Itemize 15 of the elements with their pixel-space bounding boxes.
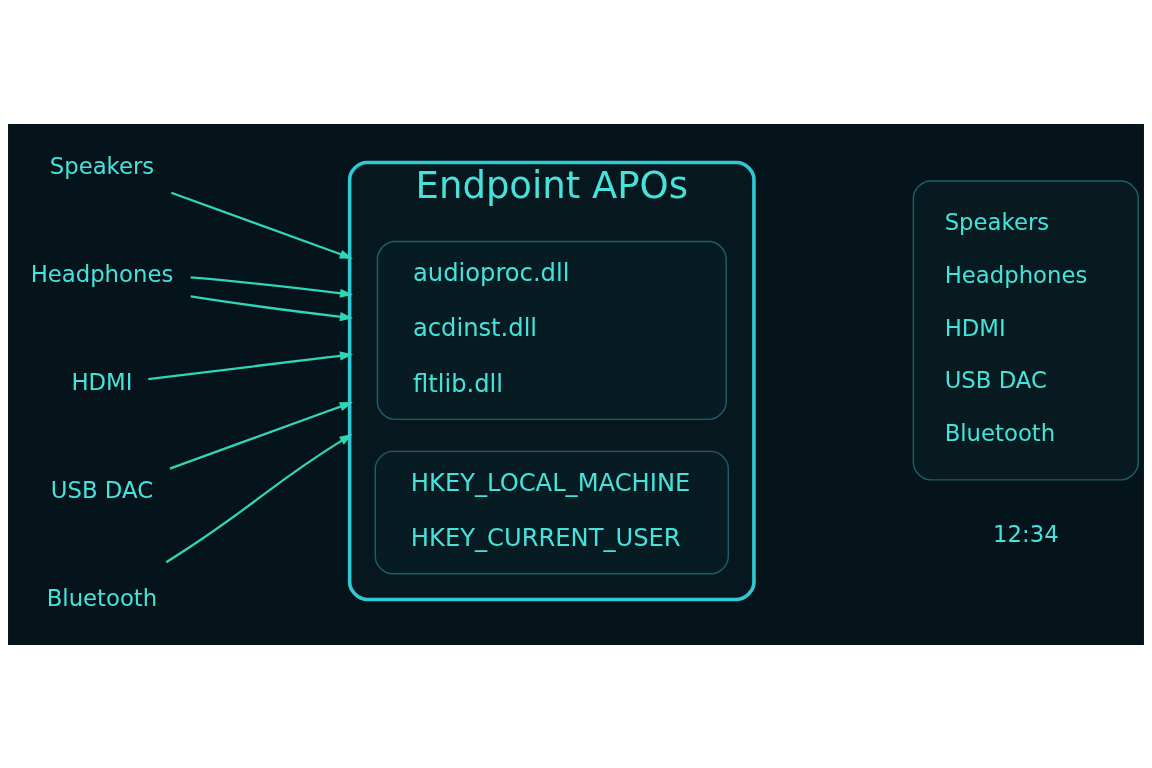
node-text: Headphones [30, 260, 174, 287]
node-text: USB DAC [50, 476, 154, 503]
arrow [190, 275, 354, 298]
node-box: Speakers Headphones HDMI USB DAC Bluetooth [912, 179, 1139, 481]
node-text: Bluetooth [46, 584, 158, 611]
arrow [148, 350, 354, 380]
arrow [170, 191, 353, 259]
label: 12:34 [993, 520, 1059, 547]
node-box: HKEY_LOCAL_MACHINE HKEY_CURRENT_USER [374, 450, 729, 575]
arrow [165, 433, 353, 563]
node-box: audioproc.dll acdinst.dll fltlib.dll [376, 240, 727, 420]
arrow [190, 294, 354, 321]
node-text: HDMI [71, 368, 133, 395]
node-text: Speakers [49, 152, 155, 179]
arrow [169, 401, 353, 470]
